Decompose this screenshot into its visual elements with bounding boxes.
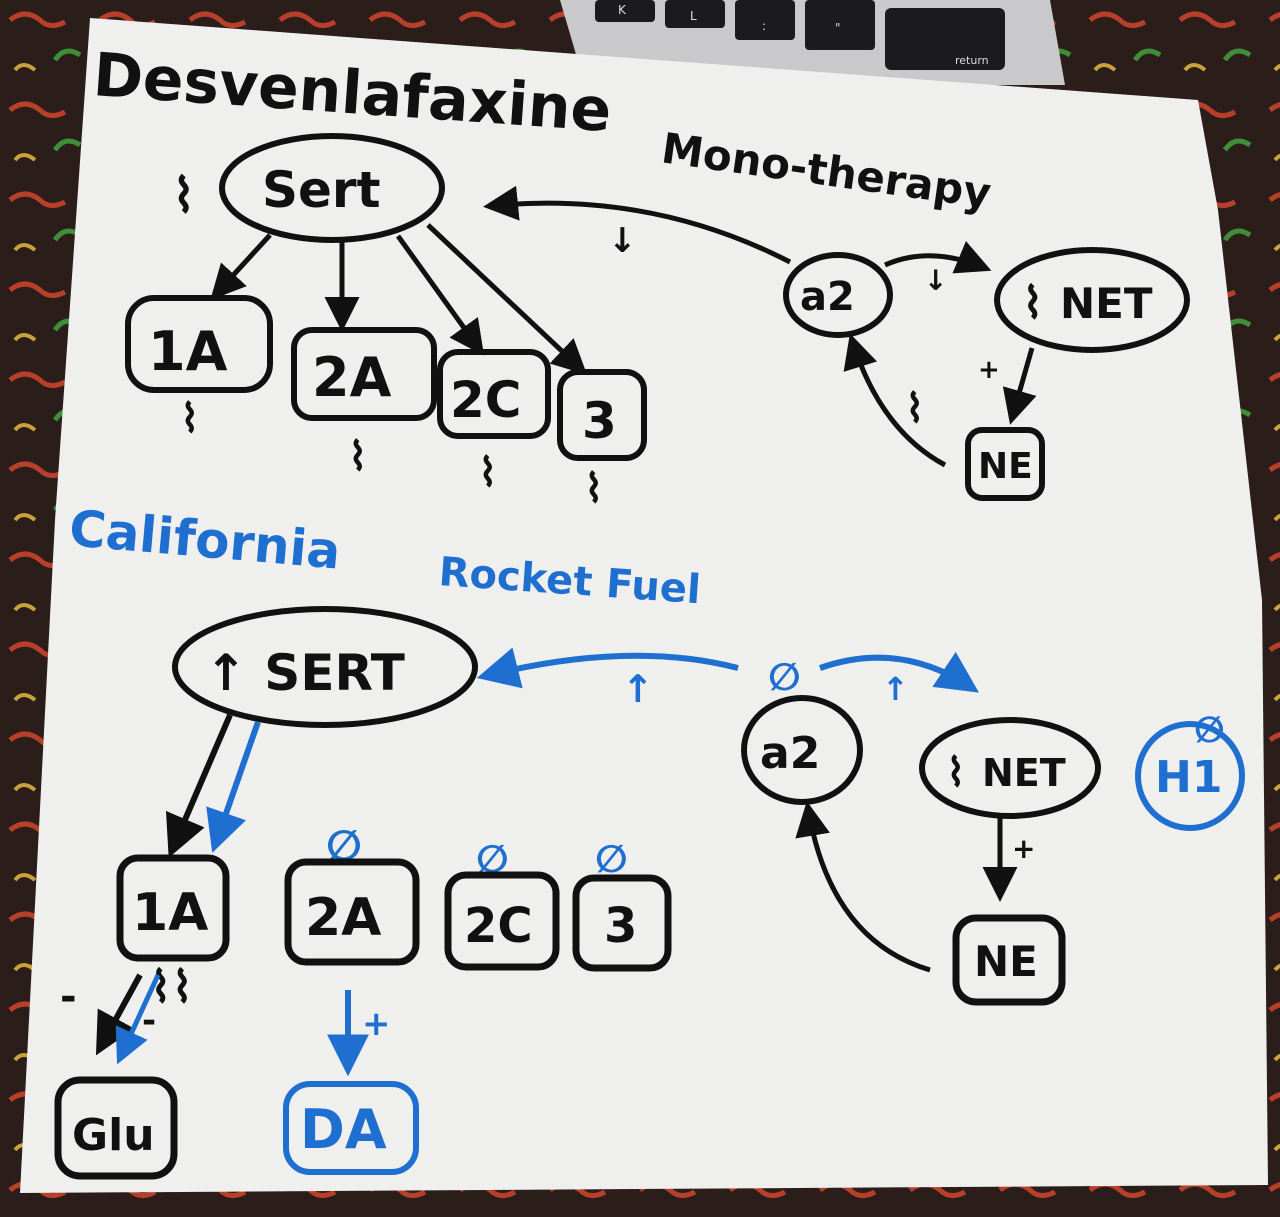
ne-label-top: NE bbox=[978, 446, 1033, 487]
glu-box bbox=[54, 1076, 178, 1180]
zigzag-3-top: ⌇ bbox=[584, 466, 604, 512]
h1-label: H1 bbox=[1155, 752, 1222, 803]
arrow-a2-to-sert-top bbox=[483, 185, 792, 265]
net-ellipse-top bbox=[994, 247, 1190, 353]
plus-ne: + bbox=[1012, 832, 1035, 865]
arrow-sert-3 bbox=[426, 223, 588, 375]
receptor-box-2a-bottom bbox=[284, 858, 420, 966]
h1-null-mark: ∅ bbox=[1194, 710, 1225, 751]
receptor-label-1a-bottom: 1A bbox=[132, 883, 208, 943]
plus-da: + bbox=[362, 1004, 391, 1044]
receptor-label-3-top: 3 bbox=[582, 392, 617, 450]
down-arrow-a-top: ↓ bbox=[608, 221, 637, 261]
plus-top: + bbox=[978, 355, 1000, 385]
zigzag-2a-top: ⌇ bbox=[348, 434, 368, 480]
net-ellipse-bottom bbox=[919, 717, 1101, 819]
h1-circle bbox=[1135, 721, 1245, 831]
key-colon: : bbox=[762, 19, 766, 33]
receptor-label-2a-bottom: 2A bbox=[305, 888, 381, 948]
net-label-bottom: NET bbox=[982, 751, 1066, 795]
arrow-sert-1a bbox=[210, 233, 272, 301]
sert-ellipse-top bbox=[219, 133, 445, 243]
zigzag-ne-top: ⌇ bbox=[905, 386, 925, 432]
arrow-ne-to-a2-bottom bbox=[795, 801, 931, 973]
da-box bbox=[283, 1081, 419, 1175]
receptor-label-2c-top: 2C bbox=[450, 371, 521, 429]
arrow-1a-glu-blue bbox=[115, 973, 161, 1065]
ne-box-bottom bbox=[952, 914, 1066, 1006]
key-quote: " bbox=[835, 21, 841, 35]
minus-a: - bbox=[60, 974, 77, 1020]
receptor-label-2a-top: 2A bbox=[312, 346, 392, 409]
arrow-a2-to-net-top bbox=[883, 241, 992, 274]
bottom-section: California Rocket Fuel ↑ SERT 1A ⌇⌇ ∅ 2A… bbox=[54, 499, 1245, 1180]
sert-label-bottom: ↑ SERT bbox=[205, 644, 405, 702]
arrow-net-to-ne-top bbox=[1002, 347, 1037, 425]
receptor-box-2a-top bbox=[291, 327, 437, 421]
key-return: return bbox=[955, 54, 989, 67]
receptor-box-1a-bottom bbox=[116, 854, 230, 962]
glu-label: Glu bbox=[72, 1110, 155, 1161]
arrow-sert-1a-black bbox=[165, 713, 233, 858]
arrow-ne-to-a2-top bbox=[843, 333, 947, 468]
up-arrow-b-bottom: ↑ bbox=[882, 670, 909, 708]
sert-ellipse-bottom bbox=[172, 606, 478, 728]
up-arrow-a-bottom: ↑ bbox=[622, 667, 654, 711]
arrow-sert-2c bbox=[395, 234, 485, 356]
receptor-label-3-bottom: 3 bbox=[604, 898, 637, 954]
sert-label-top: Sert bbox=[262, 161, 380, 219]
zigzag-1a-bottom: ⌇⌇ bbox=[150, 962, 193, 1013]
receptor-box-3-top bbox=[557, 369, 647, 461]
key-k: K bbox=[618, 3, 627, 17]
receptor-label-2c-bottom: 2C bbox=[464, 898, 533, 954]
net-prefix-bottom: ⌇ bbox=[946, 750, 966, 796]
arrow-sert-1a-blue bbox=[206, 721, 261, 853]
receptor-label-1a-top: 1A bbox=[148, 320, 228, 383]
minus-b: - bbox=[142, 1001, 156, 1041]
key-l: L bbox=[690, 9, 697, 23]
null-mark-3: ∅ bbox=[595, 837, 628, 881]
receptor-box-1a-top bbox=[125, 295, 273, 393]
a2-label-bottom: a2 bbox=[760, 728, 820, 779]
zigzag-2c-top: ⌇ bbox=[478, 450, 498, 496]
arrow-a2-to-sert-bottom bbox=[476, 647, 739, 689]
a2-ellipse-top bbox=[783, 252, 893, 338]
ne-box-top bbox=[965, 427, 1045, 501]
receptor-box-3-bottom bbox=[572, 874, 672, 972]
receptor-box-2c-top bbox=[437, 349, 551, 439]
a2-label-top: a2 bbox=[800, 274, 855, 320]
sert-prefix-top: ⌇ bbox=[172, 168, 195, 224]
arrow-a2-to-net-bottom bbox=[819, 651, 979, 693]
da-label: DA bbox=[300, 1098, 387, 1161]
net-prefix-top: ⌇ bbox=[1022, 278, 1043, 329]
down-arrow-b-top: ↓ bbox=[924, 264, 947, 297]
receptor-box-2c-bottom bbox=[444, 871, 560, 971]
ne-label-bottom: NE bbox=[974, 937, 1038, 986]
null-mark-a2: ∅ bbox=[768, 655, 801, 699]
arrow-1a-glu-black bbox=[95, 973, 143, 1056]
zigzag-1a-top: ⌇ bbox=[180, 396, 200, 442]
net-label-top: NET bbox=[1060, 279, 1153, 328]
